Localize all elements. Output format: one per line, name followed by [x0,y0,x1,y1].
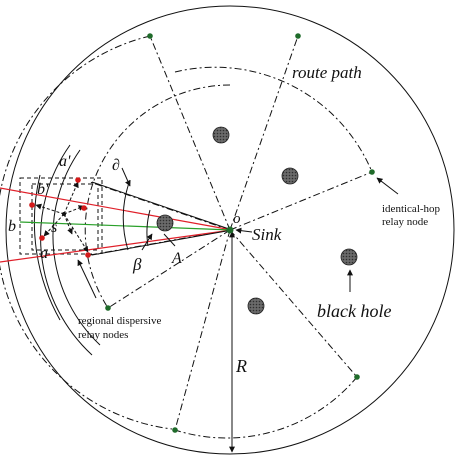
region-box-inner [31,183,99,251]
black-holes [156,126,358,315]
radius-label: R [235,356,247,376]
relay-node [147,33,153,39]
relay-node [295,33,301,39]
regional-arrow [77,259,97,299]
network-boundary [5,5,455,455]
dispersive-node [39,235,45,241]
sink-label: Sink [252,225,282,244]
angle-partial-arc [122,179,131,251]
black-hole [212,126,230,144]
partial-arrow [121,167,131,187]
regional-label: regional dispersive [78,315,162,327]
relay-node [369,169,375,175]
identical-hop-label: identical-hop [382,203,441,215]
route-path-upper [174,66,373,173]
red-line-lower [0,229,233,263]
regional-label-2: relay nodes [78,329,128,341]
black-line-lower [91,229,233,256]
relay-node [354,374,360,380]
dispersive-node [29,202,35,208]
black-hole [281,167,299,185]
source-node [62,212,66,216]
black-hole-label: black hole [317,301,391,321]
dispersive-links [35,181,89,253]
route-path-outer [0,35,173,430]
o-label: o [233,211,241,227]
A-label: A [171,250,182,267]
black-hole [156,214,174,232]
arc-left-2 [52,149,101,346]
black-hole [247,297,265,315]
red-line-upper [0,187,233,231]
sink-arrow [235,227,253,234]
arc-left-3 [33,174,61,321]
sink-node [226,226,234,234]
relay-nodes [105,33,375,433]
beta-arrow [141,233,153,251]
b-prime-label: b' [37,181,49,198]
route-path-inner [84,84,231,309]
route-path-lower [174,376,358,439]
b-label: b [8,218,16,235]
dispersive-node [81,205,87,211]
beta-label: β [132,255,142,274]
partial-label: ∂ [112,157,120,174]
s-label: s [51,219,57,236]
route-path-label: route path [292,63,362,82]
dispersive-nodes [29,177,91,258]
angle-beta-arc [146,209,151,247]
relay-node [105,305,111,311]
dispersive-node [75,177,81,183]
A-pointer [163,233,176,247]
identical-hop-label-2: relay node [382,216,428,228]
dispersive-node [85,252,91,258]
black-hole [340,248,358,266]
a-prime-label: a' [59,153,71,170]
a-label: a [40,245,48,262]
identical-hop-arrow [376,177,399,195]
black-line-upper [91,181,233,231]
relay-node [172,427,178,433]
